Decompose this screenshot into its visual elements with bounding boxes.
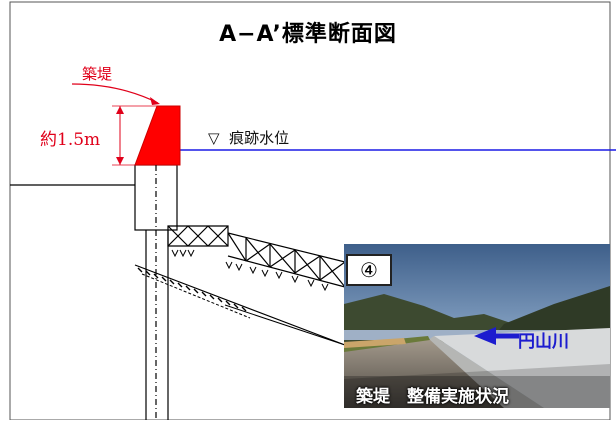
dike-leader-line <box>71 83 159 104</box>
riprap-slope <box>134 264 346 346</box>
dike-red-section <box>134 105 181 166</box>
water-level-label: ▽ 痕跡水位 <box>208 127 289 148</box>
dike-leader-arrow <box>150 97 160 105</box>
river-flow-arrowhead <box>474 327 496 345</box>
photo-caption: 築堤 整備実施状況 <box>356 387 509 407</box>
riverbed-line <box>224 304 346 346</box>
height-arrow-bottom <box>116 157 124 165</box>
anchor-marks <box>171 249 329 292</box>
height-arrow-top <box>116 106 124 114</box>
dike-height-label: 約1.5m <box>40 130 101 150</box>
site-photo <box>344 244 610 408</box>
water-level-symbol: ▽ <box>208 129 220 147</box>
photo-number-badge: ④ <box>346 254 392 286</box>
river-name-label: 円山川 <box>518 332 569 352</box>
truss-structure <box>167 225 346 288</box>
water-level-text: 痕跡水位 <box>229 129 290 147</box>
site-photo-scene <box>344 244 610 408</box>
dike-label: 築堤 <box>82 65 113 83</box>
diagram-title: A−A’標準断面図 <box>219 22 397 47</box>
